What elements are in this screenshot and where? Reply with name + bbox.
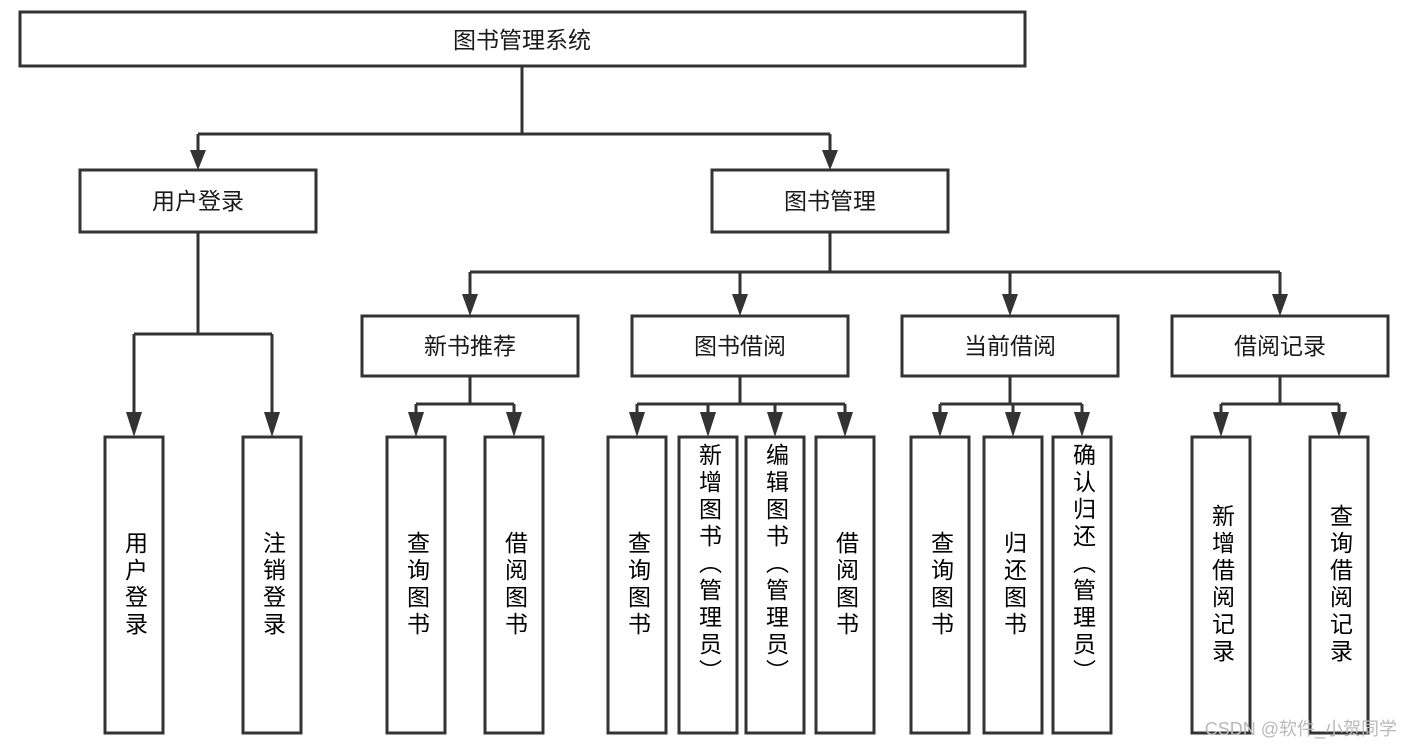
leaf-add-borrow-record-rect[interactable] — [1190, 435, 1252, 735]
node-book-manage-rect[interactable] — [710, 168, 950, 234]
leaf-borrow-book-1-label: 借阅图书 — [501, 531, 528, 639]
node-new-book-recommend-label: 新书推荐 — [424, 333, 516, 359]
arrowhead-book-borrow — [732, 294, 748, 316]
leaf-query-borrow-record-rect[interactable] — [1308, 435, 1370, 735]
leaf-edit-book-admin-text-holder: 编辑图书（管理员） — [762, 443, 789, 686]
node-new-book-recommend-rect[interactable] — [360, 314, 580, 378]
leaf-query-book-2-rect[interactable] — [606, 435, 668, 735]
leaf-confirm-return-admin[interactable]: 确认归还（管理员） — [1051, 435, 1113, 735]
leaf-query-book-3-text-holder: 查询图书 — [927, 531, 954, 639]
node-book-manage[interactable]: 图书管理 — [710, 168, 950, 234]
leaf-add-book-admin[interactable]: 新增图书（管理员） — [677, 435, 739, 735]
leaf-user-logout[interactable]: 注销登录 — [241, 435, 303, 735]
node-book-manage-label: 图书管理 — [784, 188, 876, 214]
leaf-edit-book-admin-label: 编辑图书（管理员） — [762, 443, 789, 686]
node-current-borrow[interactable]: 当前借阅 — [900, 314, 1120, 378]
leaf-user-logout-label: 注销登录 — [259, 531, 286, 639]
leaf-add-book-admin-rect[interactable] — [677, 435, 739, 735]
arrowhead-leaf-query-book-3 — [932, 412, 948, 437]
leaf-edit-book-admin[interactable]: 编辑图书（管理员） — [744, 435, 806, 735]
leaf-query-book-2-text-holder: 查询图书 — [624, 531, 651, 639]
leaf-edit-book-admin-rect[interactable] — [744, 435, 806, 735]
arrowhead-leaf-user-logout — [264, 412, 280, 437]
node-book-borrow[interactable]: 图书借阅 — [630, 314, 850, 378]
leaf-add-book-admin-label: 新增图书（管理员） — [695, 443, 722, 686]
leaf-user-login-rect[interactable] — [103, 435, 165, 735]
leaf-query-book-3[interactable]: 查询图书 — [909, 435, 971, 735]
leaf-borrow-book-2-text-holder: 借阅图书 — [832, 531, 859, 639]
node-root[interactable]: 图书管理系统 — [18, 10, 1027, 68]
node-user-login[interactable]: 用户登录 — [78, 168, 318, 234]
node-new-book-recommend[interactable]: 新书推荐 — [360, 314, 580, 378]
leaf-borrow-book-2-rect[interactable] — [814, 435, 876, 735]
leaf-query-borrow-record-text-holder: 查询借阅记录 — [1326, 504, 1353, 666]
leaf-query-book-3-label: 查询图书 — [927, 531, 954, 639]
leaf-confirm-return-admin-text-holder: 确认归还（管理员） — [1069, 443, 1096, 686]
leaf-user-login-text-holder: 用户登录 — [121, 531, 148, 639]
leaf-query-book-2-label: 查询图书 — [624, 531, 651, 639]
arrowhead-borrow-record — [1272, 294, 1288, 316]
leaf-return-book[interactable]: 归还图书 — [982, 435, 1044, 735]
leaf-query-book-3-rect[interactable] — [909, 435, 971, 735]
node-user-login-rect[interactable] — [78, 168, 318, 234]
arrowhead-leaf-query-book-1 — [408, 412, 424, 437]
arrowhead-new-book-recommend — [462, 294, 478, 316]
leaf-user-logout-rect[interactable] — [241, 435, 303, 735]
node-borrow-record-rect[interactable] — [1170, 314, 1390, 378]
node-book-borrow-label: 图书借阅 — [694, 333, 786, 359]
leaf-add-borrow-record-text-holder: 新增借阅记录 — [1208, 504, 1235, 666]
arrowhead-leaf-edit-book-admin — [767, 412, 783, 437]
arrowhead-leaf-borrow-book-1 — [506, 412, 522, 437]
leaf-query-book-1[interactable]: 查询图书 — [385, 435, 447, 735]
node-root-rect[interactable] — [18, 10, 1027, 68]
leaf-confirm-return-admin-label: 确认归还（管理员） — [1069, 443, 1096, 686]
arrowhead-leaf-add-borrow-record — [1213, 412, 1229, 437]
node-current-borrow-rect[interactable] — [900, 314, 1120, 378]
arrowhead-user-login — [190, 150, 206, 170]
arrowhead-leaf-query-borrow-record — [1331, 412, 1347, 437]
leaf-add-borrow-record-label: 新增借阅记录 — [1208, 504, 1235, 666]
leaf-return-book-label: 归还图书 — [1000, 531, 1027, 639]
leaf-return-book-text-holder: 归还图书 — [1000, 531, 1027, 639]
node-user-login-label: 用户登录 — [152, 188, 244, 214]
leaf-query-borrow-record[interactable]: 查询借阅记录 — [1308, 435, 1370, 735]
arrowhead-leaf-query-book-2 — [629, 412, 645, 437]
arrowhead-current-borrow — [1002, 294, 1018, 316]
arrowhead-leaf-add-book-admin — [700, 412, 716, 437]
leaf-user-login[interactable]: 用户登录 — [103, 435, 165, 735]
leaf-query-book-1-label: 查询图书 — [403, 531, 430, 639]
leaf-query-book-2[interactable]: 查询图书 — [606, 435, 668, 735]
arrowhead-book-manage — [822, 150, 838, 170]
leaf-add-book-admin-text-holder: 新增图书（管理员） — [695, 443, 722, 686]
leaf-borrow-book-1-text-holder: 借阅图书 — [501, 531, 528, 639]
leaf-borrow-book-1-rect[interactable] — [483, 435, 545, 735]
leaf-query-book-1-text-holder: 查询图书 — [403, 531, 430, 639]
leaf-user-logout-text-holder: 注销登录 — [259, 531, 286, 639]
node-current-borrow-label: 当前借阅 — [964, 333, 1056, 359]
leaf-query-book-1-rect[interactable] — [385, 435, 447, 735]
node-borrow-record[interactable]: 借阅记录 — [1170, 314, 1390, 378]
leaf-add-borrow-record[interactable]: 新增借阅记录 — [1190, 435, 1252, 735]
csdn-watermark: CSDN @软件_小贺同学 — [1204, 719, 1397, 739]
leaf-borrow-book-2-label: 借阅图书 — [832, 531, 859, 639]
leaf-return-book-rect[interactable] — [982, 435, 1044, 735]
arrowhead-leaf-borrow-book-2 — [837, 412, 853, 437]
connector-layer — [126, 66, 1347, 437]
arrowhead-leaf-confirm-return-admin — [1074, 412, 1090, 437]
leaf-user-login-label: 用户登录 — [121, 531, 148, 639]
leaf-borrow-book-1[interactable]: 借阅图书 — [483, 435, 545, 735]
leaf-borrow-book-2[interactable]: 借阅图书 — [814, 435, 876, 735]
node-borrow-record-label: 借阅记录 — [1234, 333, 1326, 359]
leaf-confirm-return-admin-rect[interactable] — [1051, 435, 1113, 735]
node-book-borrow-rect[interactable] — [630, 314, 850, 378]
leaf-query-borrow-record-label: 查询借阅记录 — [1326, 504, 1353, 666]
arrowhead-leaf-return-book — [1005, 412, 1021, 437]
arrowhead-leaf-user-login — [126, 412, 142, 437]
node-root-label: 图书管理系统 — [453, 27, 591, 53]
